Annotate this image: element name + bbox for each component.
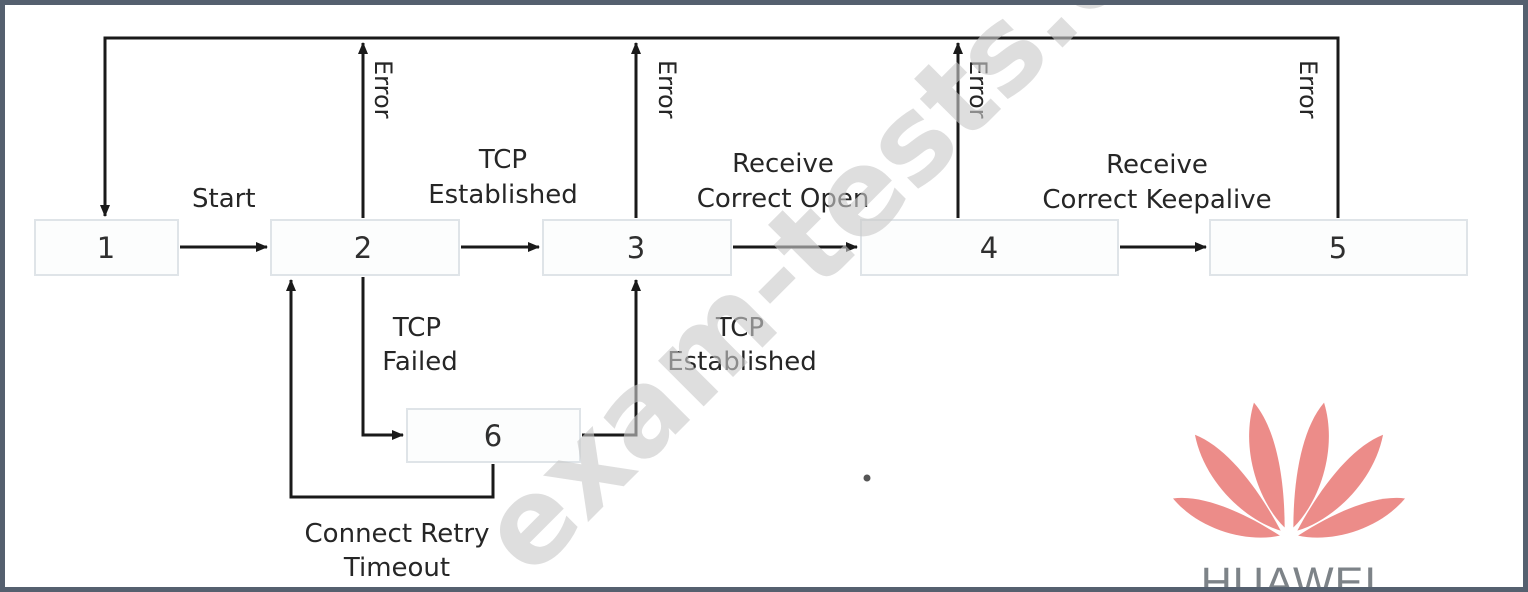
label-error-2: Error bbox=[369, 60, 397, 119]
stray-dot bbox=[863, 474, 871, 482]
label-start: Start bbox=[192, 184, 256, 214]
label-tcp-established-bottom-1: TCP bbox=[715, 313, 764, 343]
label-tcp-established-top-1: TCP bbox=[478, 145, 527, 175]
label-receive-open-2: Correct Open bbox=[697, 184, 870, 214]
label-error-3: Error bbox=[653, 60, 681, 119]
state-label-6: 6 bbox=[484, 419, 502, 453]
label-receive-keepalive-2: Correct Keepalive bbox=[1042, 185, 1271, 215]
label-receive-keepalive-1: Receive bbox=[1106, 150, 1208, 180]
huawei-wordmark: HUAWEI bbox=[1201, 559, 1377, 592]
state-box-4: 4 bbox=[860, 219, 1119, 276]
state-box-3: 3 bbox=[542, 219, 732, 276]
label-error-4: Error bbox=[964, 60, 992, 119]
label-connect-retry-1: Connect Retry bbox=[305, 519, 490, 549]
state-label-5: 5 bbox=[1329, 231, 1347, 265]
label-tcp-failed-1: TCP bbox=[392, 313, 441, 343]
label-connect-retry-2: Timeout bbox=[343, 553, 450, 583]
label-tcp-established-bottom-2: Established bbox=[667, 347, 817, 377]
arrow-6-to-2 bbox=[286, 279, 495, 499]
error-return-line bbox=[100, 36, 1340, 218]
label-receive-open-1: Receive bbox=[732, 149, 834, 179]
watermark: exam-tests.com bbox=[452, 5, 1299, 592]
label-tcp-failed-2: Failed bbox=[382, 347, 457, 377]
state-box-1: 1 bbox=[34, 219, 179, 276]
state-box-2: 2 bbox=[270, 219, 460, 276]
state-label-4: 4 bbox=[980, 231, 998, 265]
state-label-2: 2 bbox=[354, 231, 372, 265]
state-box-6: 6 bbox=[406, 408, 581, 463]
label-error-5: Error bbox=[1294, 60, 1322, 119]
huawei-logo-icon bbox=[1172, 402, 1406, 538]
state-label-3: 3 bbox=[627, 231, 645, 265]
arrow-2-to-6 bbox=[361, 277, 404, 440]
arrow-6-to-3 bbox=[582, 279, 641, 437]
state-label-1: 1 bbox=[97, 231, 115, 265]
state-box-5: 5 bbox=[1209, 219, 1468, 276]
diagram-svg: 1 2 3 4 5 6 Start TCP Established Receiv… bbox=[34, 5, 1468, 592]
label-tcp-established-top-2: Established bbox=[428, 180, 578, 210]
